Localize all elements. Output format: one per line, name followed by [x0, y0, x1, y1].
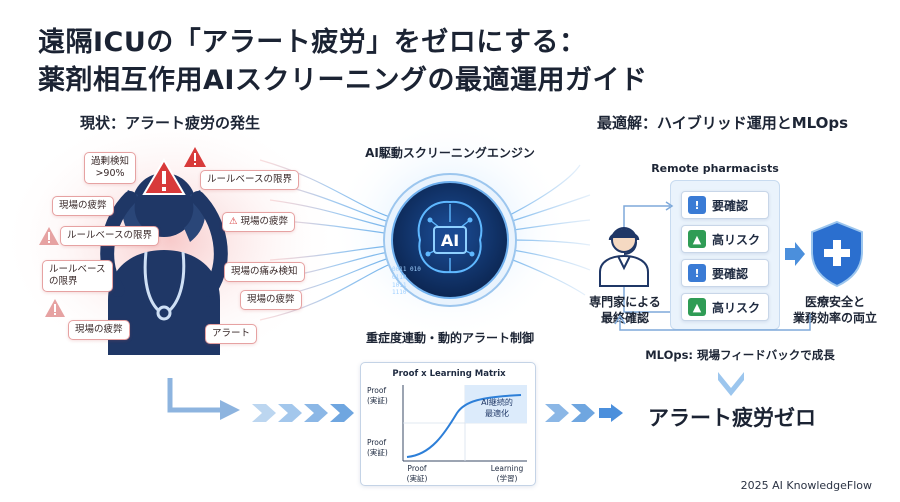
- alert-card-label: 要確認: [712, 266, 749, 281]
- alert-bubble: 現場の疲弊: [52, 196, 114, 216]
- matrix-title: Proof x Learning Matrix: [392, 369, 506, 379]
- title-line-2: 薬剤相互作用AIスクリーニングの最適運用ガイド: [38, 65, 648, 96]
- shield-cross-icon: [811, 220, 863, 288]
- stressed-clinician-illustration: [100, 173, 228, 355]
- info-icon: !: [688, 264, 706, 282]
- warning-icon: ▲: [688, 230, 706, 248]
- ai-badge: AI: [433, 226, 467, 254]
- alert-card: ! 要確認: [681, 191, 769, 219]
- alert-card-label: 高リスク: [712, 232, 761, 247]
- y-label-top-2: (実証): [367, 395, 388, 405]
- matrix-annotation-1: AI継続的: [481, 397, 513, 407]
- alert-bubble: アラート: [205, 324, 258, 344]
- arrow-right-icon: [785, 242, 805, 266]
- alert-bubble: 現場の痛み検知: [224, 262, 305, 282]
- alert-bubble: 現場の疲弊: [68, 320, 130, 340]
- title-line-1: 遠隔ICUの「アラート疲労」をゼロにする：: [38, 27, 587, 58]
- alert-card: ▲ 高リスク: [681, 293, 769, 321]
- flow-arrow-icon: [167, 378, 240, 420]
- warning-icon: ⚠: [229, 216, 238, 227]
- alert-cards-panel: ! 要確認 ▲ 高リスク! 要確認 ▲ 高リスク: [670, 180, 780, 330]
- warning-triangle-icon: [45, 299, 65, 317]
- alert-card: ! 要確認: [681, 259, 769, 287]
- chevron-arrows-icon: [252, 404, 354, 422]
- proof-learning-matrix: Proof x Learning Matrix Proof (実証) Proof…: [360, 362, 536, 486]
- alert-card: ▲ 高リスク: [681, 225, 769, 253]
- right-heading: 最適解：ハイブリッド運用とMLOps: [597, 114, 849, 132]
- engine-label: AI駆動スクリーニングエンジン: [365, 146, 535, 160]
- alert-bubble: 過剰検知 >90%: [84, 152, 137, 184]
- alert-bubble: 現場の疲弊: [240, 290, 302, 310]
- arrow-down-icon: [718, 372, 744, 396]
- zero-alert-fatigue-label: アラート疲労ゼロ: [648, 406, 816, 430]
- x-label-right-1: Learning: [491, 464, 524, 473]
- alert-card-label: 要確認: [712, 198, 749, 213]
- chevron-arrows-icon: [545, 404, 623, 422]
- remote-label: Remote pharmacists: [651, 162, 779, 175]
- alert-card-label: 高リスク: [712, 300, 761, 315]
- alert-bubble: ルールベースの限界: [200, 170, 300, 190]
- alert-bubble: ルールベース の限界: [42, 260, 113, 292]
- footer-credit: 2025 AI KnowledgeFlow: [740, 479, 872, 492]
- warning-icon: ▲: [688, 298, 706, 316]
- y-label-bottom-1: Proof: [367, 438, 386, 447]
- info-icon: !: [688, 196, 706, 214]
- mlops-label: MLOps: 現場フィードバックで成長: [645, 348, 835, 362]
- warning-triangle-icon: [39, 227, 59, 245]
- left-heading: 現状：アラート疲労の発生: [80, 114, 261, 132]
- pharmacist-headset-icon: [599, 227, 649, 287]
- matrix-annotation-2: 最適化: [485, 408, 509, 418]
- y-label-bottom-2: (実証): [367, 447, 388, 457]
- warning-triangle-icon: [142, 158, 186, 195]
- y-label-top-1: Proof: [367, 386, 386, 395]
- warning-triangle-icon: [184, 147, 206, 167]
- alert-cards-list: ! 要確認 ▲ 高リスク! 要確認 ▲ 高リスク: [681, 191, 771, 323]
- binary-text: 0011 010 0110 1011 1110: [392, 266, 421, 297]
- control-label: 重症度連動・動的アラート制御: [365, 331, 534, 345]
- matrix-chart: Proof x Learning Matrix Proof (実証) Proof…: [367, 369, 527, 483]
- expert-label: 専門家による 最終確認: [589, 295, 661, 326]
- x-label-left-1: Proof: [407, 464, 426, 473]
- alert-bubble: ⚠現場の疲弊: [222, 212, 296, 232]
- connector-lines: [623, 201, 674, 313]
- mlops-loop-arrow: [614, 314, 811, 331]
- alert-bubble: ルールベースの限界: [60, 226, 160, 246]
- x-label-left-2: (実証): [407, 473, 428, 483]
- outcome-label: 医療安全と 業務効率の両立: [792, 295, 877, 326]
- x-label-right-2: (学習): [497, 473, 518, 483]
